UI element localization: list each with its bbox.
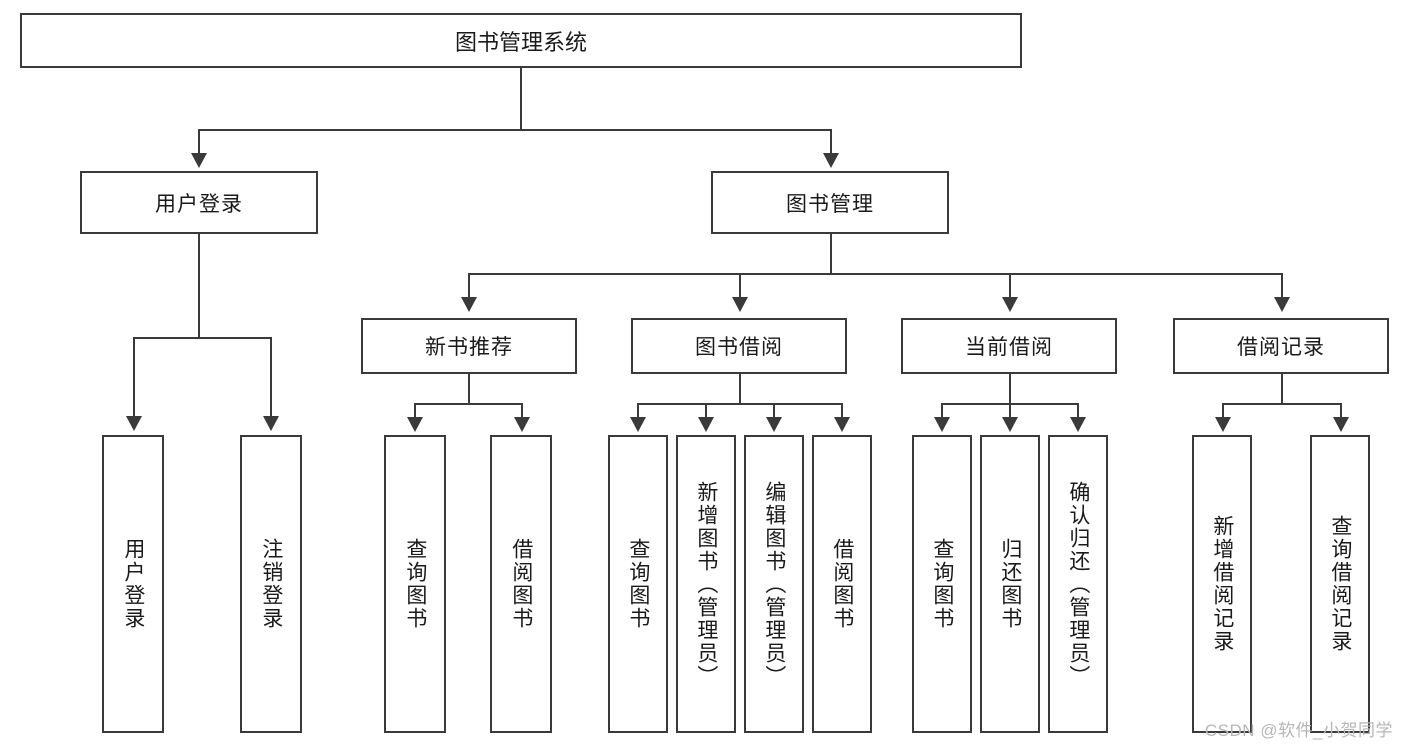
node-label: 注销登录 xyxy=(259,538,283,630)
node-label: 编辑图书（管理员） xyxy=(762,480,786,688)
connector-cb-drop-1 xyxy=(941,403,943,419)
connector-cb-drop-3 xyxy=(1077,403,1079,419)
node-leaf-return-book[interactable]: 归还图书 xyxy=(980,435,1040,733)
arrow-to-leaf-confirm-return xyxy=(1070,417,1086,432)
arrow-to-leaf-user-login xyxy=(126,416,142,431)
node-label: 查询图书 xyxy=(626,538,650,630)
node-label: 确认归还（管理员） xyxy=(1066,480,1090,688)
arrow-to-leaf-query-book-2 xyxy=(630,417,646,432)
connector-to-new-book-recommend xyxy=(468,273,470,299)
connector-nbr-drop-2 xyxy=(521,403,523,419)
connector-to-current-borrow xyxy=(1009,273,1011,299)
arrow-to-leaf-add-book xyxy=(698,417,714,432)
node-leaf-logout[interactable]: 注销登录 xyxy=(240,435,302,733)
connector-user-login-drop-1 xyxy=(133,337,135,418)
node-label: 借阅图书 xyxy=(830,538,854,630)
connector-root-to-user-login xyxy=(198,129,200,155)
connector-new-book-recommend-bus xyxy=(414,403,522,405)
connector-borrow-record-bus xyxy=(1222,403,1341,405)
node-label: 新书推荐 xyxy=(425,336,513,359)
node-label: 查询图书 xyxy=(930,538,954,630)
connector-bb-drop-4 xyxy=(841,403,843,419)
connector-borrow-record-stem xyxy=(1281,374,1283,404)
connector-current-borrow-stem xyxy=(1009,374,1011,404)
connector-bb-drop-3 xyxy=(773,403,775,419)
connector-bb-drop-2 xyxy=(705,403,707,419)
arrow-root-to-user-login xyxy=(191,153,207,168)
node-label: 当前借阅 xyxy=(965,336,1053,359)
connector-book-borrow-bus xyxy=(637,403,843,405)
connector-book-manage-bus xyxy=(468,273,1282,275)
node-leaf-add-book[interactable]: 新增图书（管理员） xyxy=(676,435,736,733)
connector-to-book-borrow xyxy=(739,273,741,299)
node-label: 图书借阅 xyxy=(695,336,783,359)
arrow-to-leaf-return-book xyxy=(1002,417,1018,432)
arrow-to-new-book-recommend xyxy=(461,297,477,312)
connector-user-login-drop-2 xyxy=(270,337,272,418)
node-leaf-borrow-book-1[interactable]: 借阅图书 xyxy=(490,435,552,733)
arrow-to-leaf-add-record xyxy=(1215,417,1231,432)
connector-book-borrow-stem xyxy=(739,374,741,404)
connector-root-stem xyxy=(520,68,522,130)
node-leaf-query-book-2[interactable]: 查询图书 xyxy=(608,435,668,733)
node-label: 图书管理 xyxy=(786,192,874,216)
node-leaf-add-record[interactable]: 新增借阅记录 xyxy=(1192,435,1252,733)
node-leaf-query-book-3[interactable]: 查询图书 xyxy=(912,435,972,733)
node-leaf-borrow-book-2[interactable]: 借阅图书 xyxy=(812,435,872,733)
node-label: 新增图书（管理员） xyxy=(694,480,718,688)
node-new-book-recommend[interactable]: 新书推荐 xyxy=(361,318,577,374)
arrow-to-leaf-logout xyxy=(263,416,279,431)
connector-cb-drop-2 xyxy=(1009,403,1011,419)
arrow-to-leaf-edit-book xyxy=(766,417,782,432)
node-leaf-query-record[interactable]: 查询借阅记录 xyxy=(1310,435,1370,733)
node-book-borrow[interactable]: 图书借阅 xyxy=(631,318,847,374)
node-label: 归还图书 xyxy=(998,538,1022,630)
node-label: 用户登录 xyxy=(155,192,243,216)
node-current-borrow[interactable]: 当前借阅 xyxy=(901,318,1117,374)
arrow-to-leaf-query-book-1 xyxy=(407,417,423,432)
connector-root-to-book-manage xyxy=(830,129,832,155)
node-label: 查询借阅记录 xyxy=(1328,515,1352,653)
node-leaf-edit-book[interactable]: 编辑图书（管理员） xyxy=(744,435,804,733)
node-label: 新增借阅记录 xyxy=(1210,515,1234,653)
node-book-manage[interactable]: 图书管理 xyxy=(711,171,949,234)
arrow-to-borrow-record xyxy=(1274,297,1290,312)
connector-new-book-recommend-stem xyxy=(468,374,470,404)
watermark-text: CSDN @软件_小贺同学 xyxy=(1204,721,1393,740)
connector-bb-drop-1 xyxy=(637,403,639,419)
node-label: 查询图书 xyxy=(403,538,427,630)
arrow-to-leaf-query-book-3 xyxy=(934,417,950,432)
node-root-system[interactable]: 图书管理系统 xyxy=(20,13,1022,68)
arrow-to-book-borrow xyxy=(732,297,748,312)
connector-to-borrow-record xyxy=(1281,273,1283,299)
arrow-to-leaf-borrow-book-2 xyxy=(834,417,850,432)
arrow-root-to-book-manage xyxy=(823,153,839,168)
connector-br-drop-1 xyxy=(1222,403,1224,419)
node-user-login[interactable]: 用户登录 xyxy=(80,171,318,234)
arrow-to-leaf-query-record xyxy=(1333,417,1349,432)
connector-br-drop-2 xyxy=(1340,403,1342,419)
node-label: 用户登录 xyxy=(121,538,145,630)
node-leaf-confirm-return[interactable]: 确认归还（管理员） xyxy=(1048,435,1108,733)
connector-nbr-drop-1 xyxy=(414,403,416,419)
connector-user-login-bus xyxy=(133,337,272,339)
node-label: 借阅记录 xyxy=(1237,336,1325,359)
connector-root-bus xyxy=(198,129,832,131)
node-label: 图书管理系统 xyxy=(454,29,587,55)
connector-book-manage-stem xyxy=(830,234,832,274)
node-leaf-user-login[interactable]: 用户登录 xyxy=(102,435,164,733)
connector-user-login-stem xyxy=(198,234,200,338)
node-label: 借阅图书 xyxy=(509,538,533,630)
arrow-to-current-borrow xyxy=(1002,297,1018,312)
arrow-to-leaf-borrow-book-1 xyxy=(514,417,530,432)
node-borrow-record[interactable]: 借阅记录 xyxy=(1173,318,1389,374)
node-leaf-query-book-1[interactable]: 查询图书 xyxy=(384,435,446,733)
